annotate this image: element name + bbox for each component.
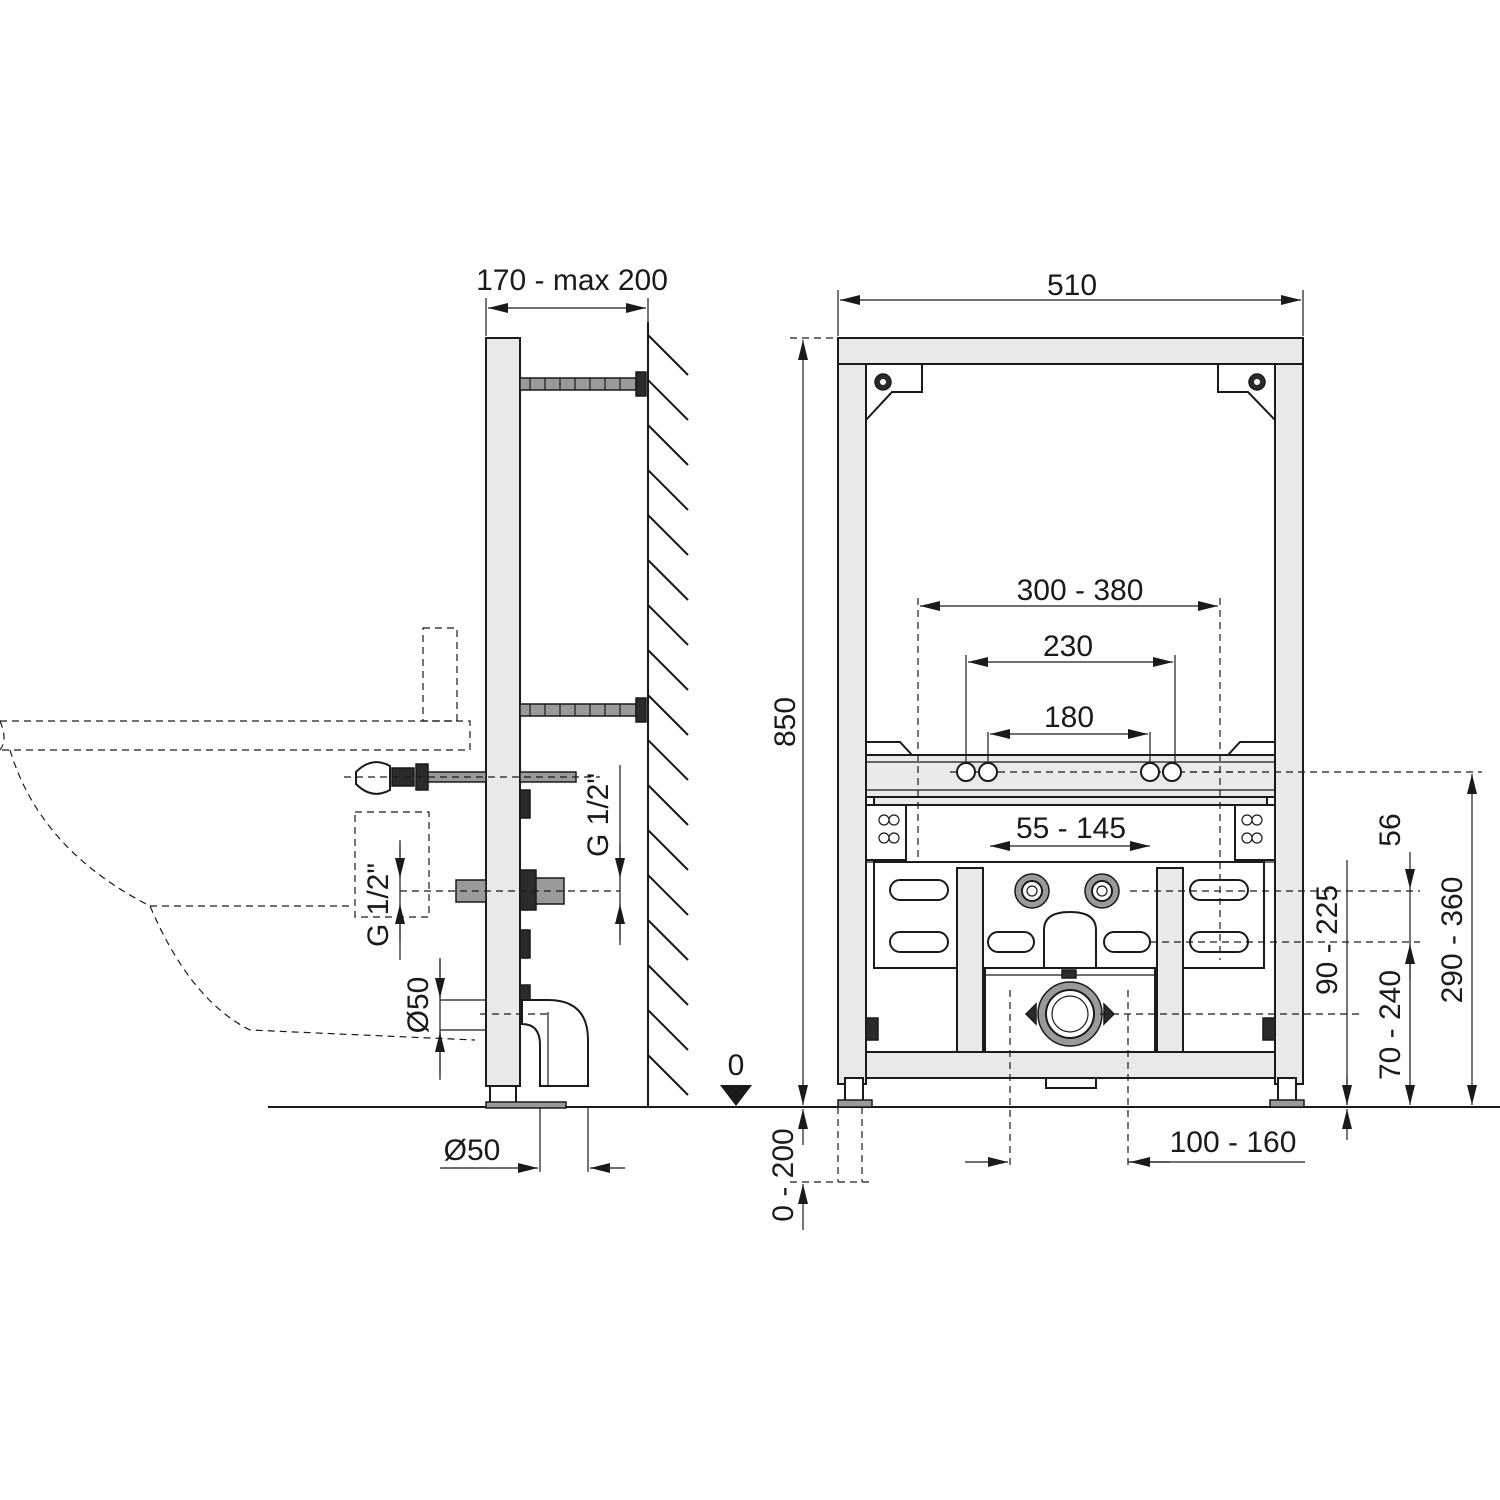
legs-range-label: 0 - 200 bbox=[767, 1128, 800, 1221]
water-connection-right bbox=[1084, 873, 1120, 909]
dim-70-240-label: 70 - 240 bbox=[1374, 970, 1407, 1080]
bidet-mounting-stud bbox=[344, 761, 600, 795]
leg-left bbox=[844, 1077, 864, 1103]
pipe-diameter-horizontal: Ø50 bbox=[444, 1134, 501, 1167]
mount-mid-label: 230 bbox=[1043, 630, 1093, 663]
width-label: 510 bbox=[1047, 269, 1097, 302]
water-spacing-label: 55 - 145 bbox=[1016, 812, 1126, 845]
height-label: 850 bbox=[769, 697, 802, 747]
wall-anchor-bottom bbox=[519, 697, 647, 723]
side-depth-label: 170 - max 200 bbox=[476, 264, 668, 297]
side-water-connection bbox=[400, 869, 620, 911]
frame-right-post bbox=[1274, 363, 1304, 1085]
floor-level-marker bbox=[720, 1085, 752, 1106]
mounting-crossbar bbox=[865, 754, 1276, 798]
wall-hatching bbox=[647, 334, 689, 1096]
bidet-outline bbox=[0, 627, 476, 1041]
top-left-bracket bbox=[865, 363, 923, 423]
vertical-strut-left bbox=[956, 867, 984, 1053]
side-bracket-right bbox=[1234, 804, 1276, 861]
side-frame-post bbox=[485, 337, 521, 1087]
mount-outer-label: 300 - 380 bbox=[1017, 574, 1144, 607]
frame-top-bar bbox=[837, 337, 1304, 365]
vertical-strut-right bbox=[1156, 867, 1184, 1053]
stud-hole bbox=[956, 762, 976, 782]
stud-hole bbox=[978, 762, 998, 782]
mount-inner-label: 180 bbox=[1044, 701, 1094, 734]
floor-zero-label: 0 bbox=[728, 1049, 745, 1082]
pipe-diameter-vertical: Ø50 bbox=[402, 977, 435, 1034]
side-bracket bbox=[519, 929, 531, 959]
leg-right bbox=[1277, 1077, 1297, 1103]
side-foot-plate bbox=[485, 1101, 567, 1109]
wall-anchor-top bbox=[519, 371, 647, 397]
water-connection-left bbox=[1014, 873, 1050, 909]
top-right-bracket bbox=[1217, 363, 1276, 423]
frame-left-post bbox=[837, 363, 867, 1085]
dim-290-360-label: 290 - 360 bbox=[1436, 877, 1469, 1004]
thread-label-left: G 1/2" bbox=[362, 863, 395, 947]
stud-hole bbox=[1162, 762, 1182, 782]
stud-hole bbox=[1140, 762, 1160, 782]
drain-elbow bbox=[521, 999, 589, 1087]
dim-90-225-label: 90 - 225 bbox=[1311, 885, 1344, 995]
dim-56-label: 56 bbox=[1374, 813, 1407, 846]
thread-label-right: G 1/2" bbox=[582, 773, 615, 857]
drain-offset-label: 100 - 160 bbox=[1170, 1126, 1297, 1159]
side-bracket bbox=[519, 789, 531, 819]
side-view: 170 - max 200 G 1/2" G 1/2" Ø50 Ø50 bbox=[0, 264, 689, 1173]
front-view: 510 850 300 - 380 230 180 55 - 145 bbox=[720, 269, 1500, 1230]
side-bracket-left bbox=[865, 804, 907, 861]
frame-bottom-bar bbox=[865, 1051, 1276, 1079]
